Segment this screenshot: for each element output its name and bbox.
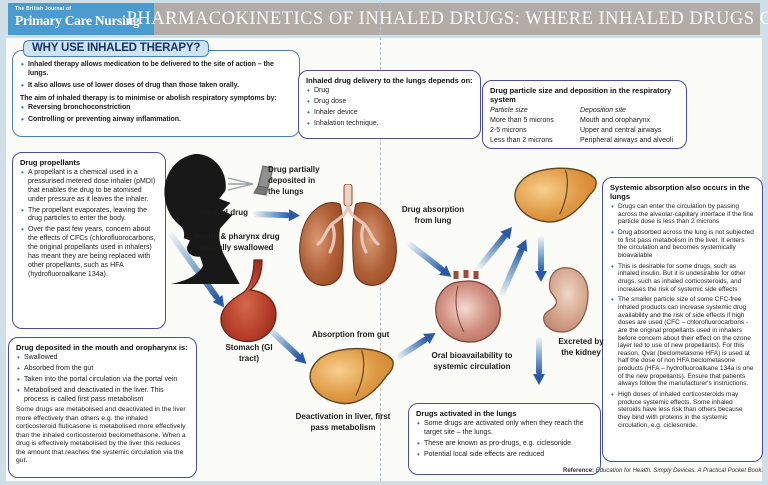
bullet-item: Inhalation technique. <box>306 119 473 129</box>
aim-intro-text: The aim of inhaled therapy is to minimis… <box>20 94 277 102</box>
reference-label: Reference: <box>563 468 595 474</box>
particle-table-header: Particle size Deposition site <box>490 106 679 116</box>
liver-illustration-systemic <box>514 167 597 223</box>
particle-table-row: 2-5 microns Upper and central airways <box>490 126 679 136</box>
cell: Upper and central airways <box>580 127 662 135</box>
cell: More than 5 microns <box>490 117 554 125</box>
label-absorption-gut: Absorption from gut <box>312 330 390 339</box>
column-header: Particle size <box>490 107 528 114</box>
drug-propellants-box: Drug propellants A propellant is a chemi… <box>12 152 166 329</box>
cell: 2-5 microns <box>490 127 527 135</box>
first-pass-note: Some drugs are metabolised and deactivat… <box>16 406 186 465</box>
label-absorption-lung: Drug absorption from lung <box>401 205 465 225</box>
column-header: Deposition site <box>580 107 626 114</box>
reference-text: Education for Health. Simply Devices. A … <box>595 468 763 474</box>
box-title: Inhaled drug delivery to the lungs depen… <box>306 76 473 85</box>
journal-logo-small-text: The British Journal of <box>15 6 72 12</box>
mouth-deposit-box: Drug deposited in the mouth and orophary… <box>8 337 197 478</box>
bullet-item: The smaller particle size of some CFC-fr… <box>610 295 755 388</box>
bullet-item: This is desirable for some drugs, such a… <box>610 262 755 294</box>
box-title: Systemic absorption also occurs in the l… <box>610 183 750 201</box>
spray-icon <box>227 177 254 191</box>
cell: Less than 2 microns <box>490 137 553 145</box>
bullet-item: Absorbed from the gut <box>16 364 189 374</box>
box-title: Drugs activated in the lungs <box>416 409 517 418</box>
bullet-item: Drug <box>306 86 473 96</box>
label-deposited-lungs: Drug partially deposited in the lungs <box>268 165 320 196</box>
why-box-title: WHY USE INHALED THERAPY? <box>23 40 210 57</box>
label-excreted-kidney: Excreted by the kidney <box>558 337 604 357</box>
bullet-item: It also allows use of lower doses of dru… <box>20 81 292 91</box>
label-inhaled-drug: Inhaled drug <box>200 208 248 217</box>
bullet-item: Metabolised and deactivated in the liver… <box>16 386 189 405</box>
label-deactivation-liver: Deactivation in liver, first pass metabo… <box>295 412 391 432</box>
cell: Peripheral airways and alveoli <box>580 137 673 145</box>
bullet-item: Controlling or preventing airway inflamm… <box>20 115 292 125</box>
bullet-item: These are known as pro-drugs, e.g. cicle… <box>416 439 593 449</box>
box-title: Drug deposited in the mouth and orophary… <box>16 343 188 352</box>
kidney-illustration <box>543 267 589 333</box>
poster-title: PHARMACOKINETICS OF INHALED DRUGS: WHERE… <box>127 3 768 35</box>
bullet-item: Taken into the portal circulation via th… <box>16 375 189 385</box>
box-title: Drug particle size and deposition in the… <box>490 86 672 104</box>
bullet-item: Drug dose <box>306 97 473 107</box>
heart-illustration <box>435 270 501 343</box>
bullet-item: Drugs can enter the circulation by passi… <box>610 202 755 226</box>
bullet-item: Inhaler device <box>306 108 473 118</box>
bullet-item: Some drugs are activated only when they … <box>416 419 593 438</box>
bullet-item: Swallowed <box>16 353 189 363</box>
bullet-item: Drug absorbed across the lung is not sub… <box>610 228 755 260</box>
bullet-item: High doses of inhaled corticosteroids ma… <box>610 390 755 429</box>
journal-logo: The British Journal of Primary Care Nurs… <box>8 3 154 35</box>
particle-table-row: More than 5 microns Mouth and oropharynx <box>490 116 679 126</box>
liver-illustration-first-pass <box>309 347 394 405</box>
bullet-item: Reversing bronchoconstriction <box>20 103 292 113</box>
head-silhouette <box>164 153 240 284</box>
bullet-item: A propellant is a chemical used in a pre… <box>20 168 158 205</box>
why-inhaled-therapy-box: WHY USE INHALED THERAPY? Inhaled therapy… <box>12 40 300 137</box>
inhaler-icon <box>253 165 274 196</box>
systemic-absorption-box: Systemic absorption also occurs in the l… <box>602 177 763 462</box>
bullet-item: Potential local side effects are reduced <box>416 450 593 460</box>
bullet-item: Over the past few years, concern about t… <box>20 225 158 279</box>
label-stomach: Stomach (GI tract) <box>225 343 273 363</box>
label-mouth-pharynx: Mouth & pharynx drug partially swallowed <box>194 232 280 252</box>
reference-line: Reference: Education for Health. Simply … <box>555 468 763 474</box>
drug-delivery-box: Inhaled drug delivery to the lungs depen… <box>298 70 481 139</box>
lungs-illustration <box>299 184 397 286</box>
particle-table-row: Less than 2 microns Peripheral airways a… <box>490 136 679 146</box>
label-oral-bioavailability: Oral bioavailability to systemic circula… <box>431 351 513 371</box>
drugs-activated-box: Drugs activated in the lungs Some drugs … <box>408 403 601 475</box>
journal-logo-name: Primary Care Nursing <box>15 13 140 28</box>
bullet-item: Inhaled therapy allows medication to be … <box>20 60 292 79</box>
flow-arrow-kidney-excretion <box>536 337 542 375</box>
box-title: Drug propellants <box>20 158 81 167</box>
stomach-illustration <box>220 259 277 343</box>
particle-size-box: Drug particle size and deposition in the… <box>482 80 687 149</box>
cell: Mouth and oropharynx <box>580 117 651 125</box>
bullet-item: The propellant evaporates, leaving the d… <box>20 206 158 225</box>
